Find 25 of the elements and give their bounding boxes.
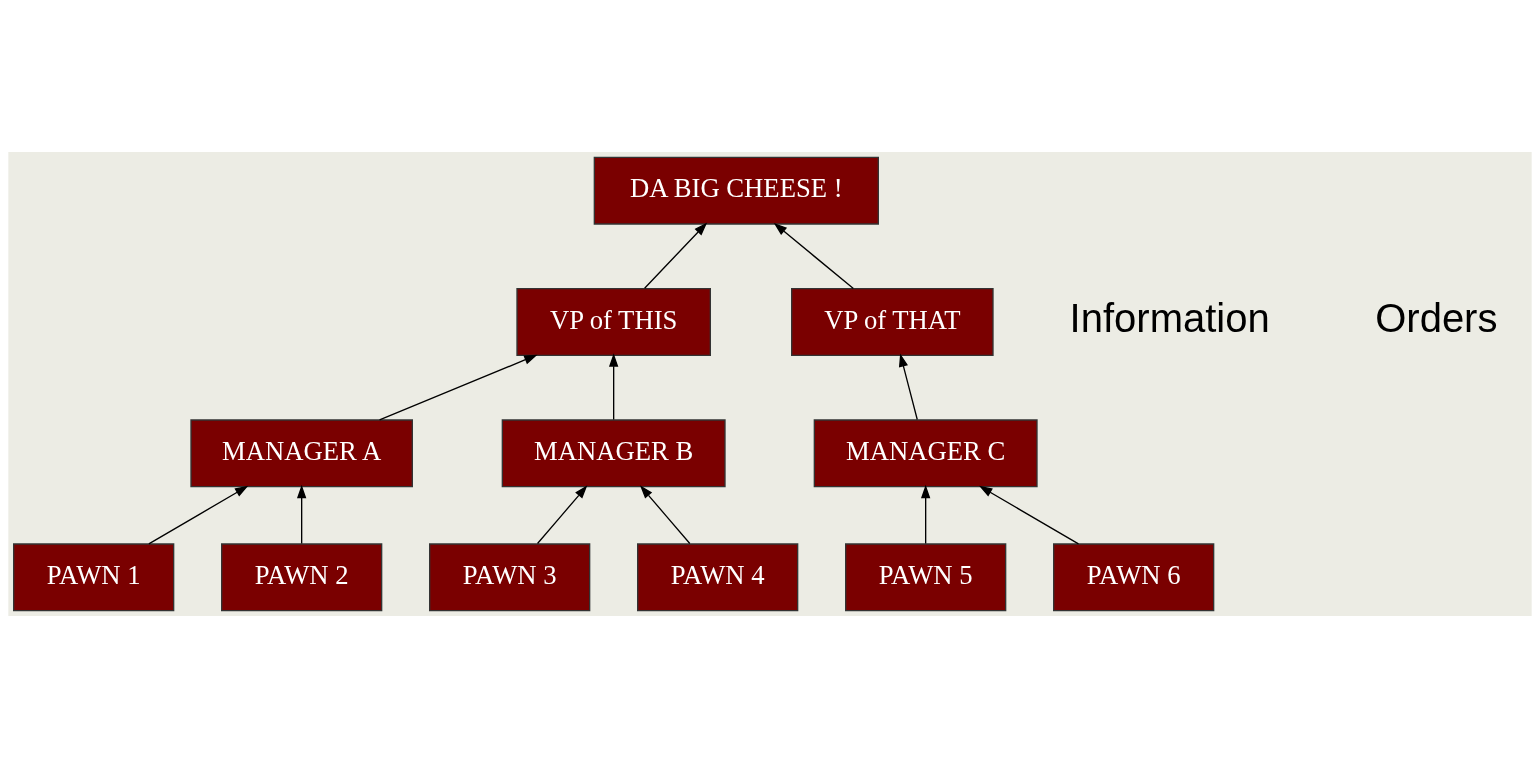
node-box: VP of THIS xyxy=(516,287,711,356)
arrow xyxy=(536,484,588,544)
node-box: PAWN 1 xyxy=(13,542,175,611)
node-box: VP of THAT xyxy=(791,287,994,356)
arrow xyxy=(378,354,538,421)
node-box: PAWN 4 xyxy=(637,542,799,611)
label: Orders xyxy=(1375,295,1498,340)
node-box: PAWN 2 xyxy=(221,542,383,611)
arrow xyxy=(773,222,855,289)
arrow xyxy=(979,485,1080,544)
arrow xyxy=(643,222,708,289)
node-box: DA BIG CHEESE ! xyxy=(593,156,879,225)
arrow xyxy=(148,485,249,544)
arrow xyxy=(898,352,918,420)
node-box: PAWN 5 xyxy=(845,542,1007,611)
node-box: PAWN 6 xyxy=(1053,542,1215,611)
label: Information xyxy=(1069,295,1270,340)
arrow xyxy=(609,352,619,420)
node-box: PAWN 3 xyxy=(429,542,591,611)
arrow xyxy=(921,484,931,544)
node-box: MANAGER A xyxy=(190,418,413,487)
arrow xyxy=(297,484,307,544)
arrow xyxy=(639,484,691,544)
node-box: MANAGER C xyxy=(813,418,1038,487)
node-box: MANAGER B xyxy=(501,418,726,487)
